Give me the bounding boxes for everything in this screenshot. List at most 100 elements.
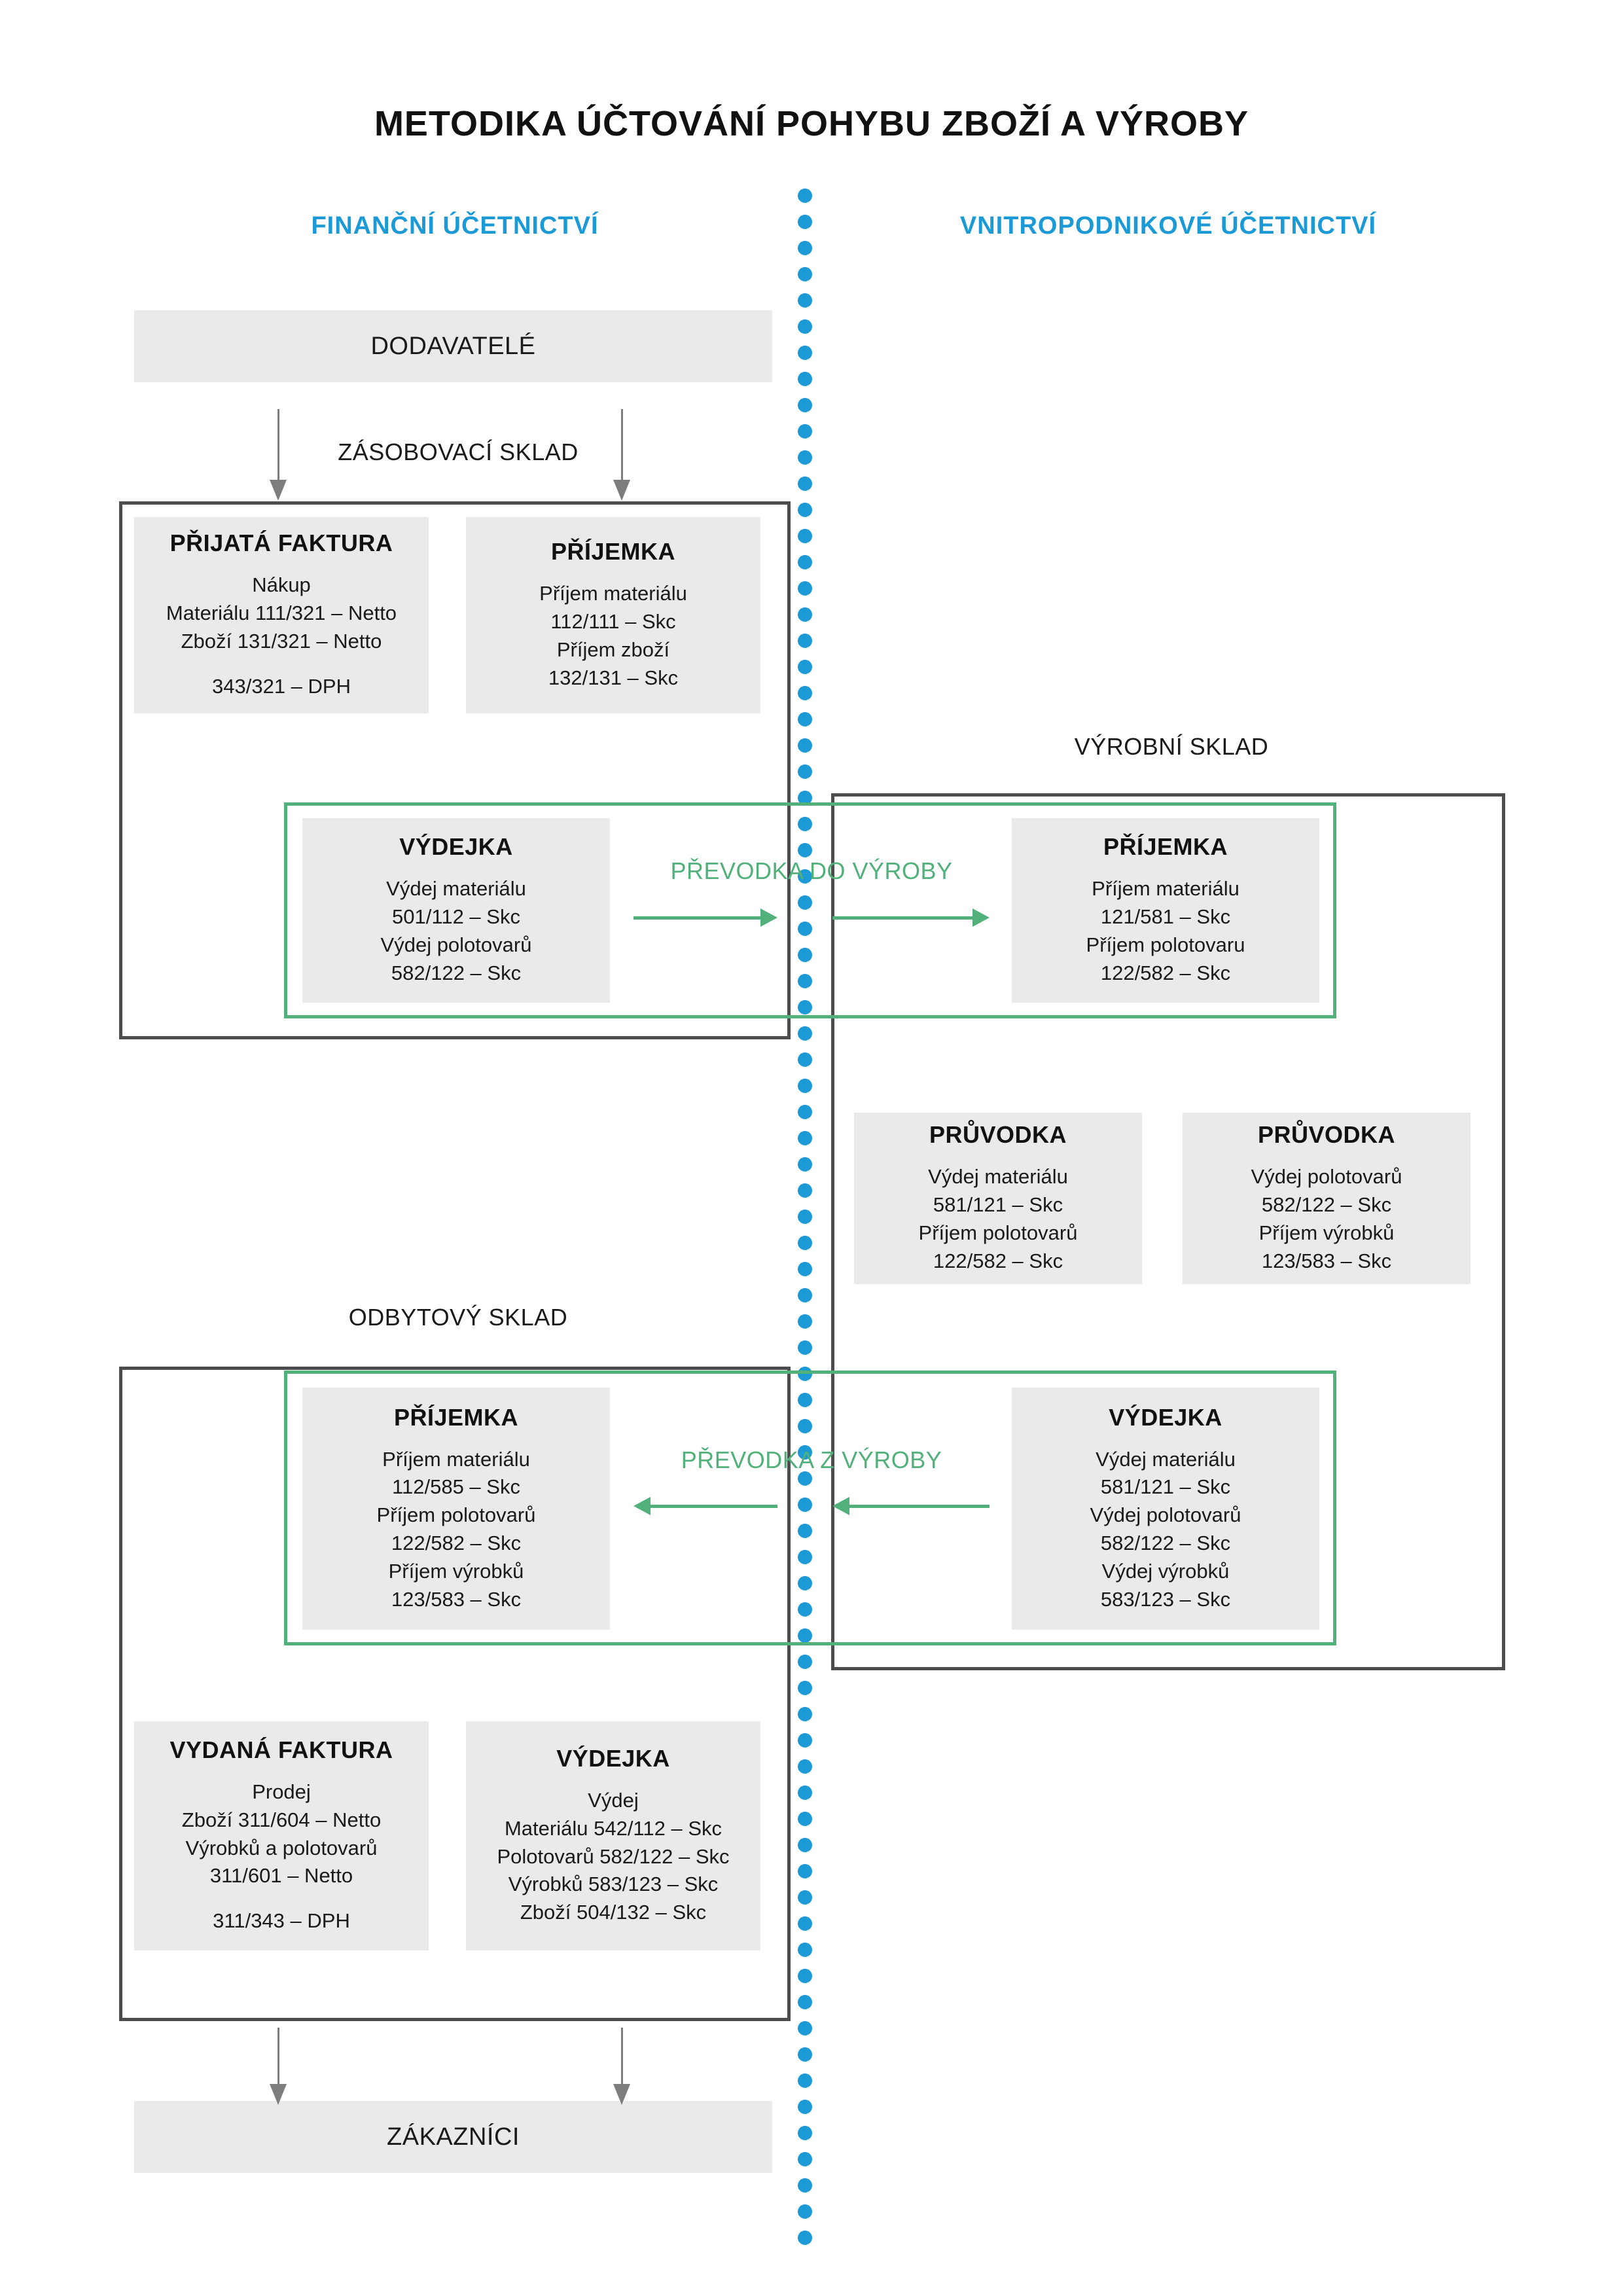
divider-dot xyxy=(798,1759,812,1774)
divider-dot xyxy=(798,1838,812,1852)
card-line: Výdej polotovarů xyxy=(1090,1503,1241,1527)
card-line: Zboží 311/604 – Netto xyxy=(181,1808,382,1831)
divider-dot xyxy=(798,529,812,543)
divider-dot xyxy=(798,372,812,386)
divider-dot xyxy=(798,503,812,517)
card-line: Materiálu 542/112 – Skc xyxy=(504,1816,722,1840)
card-line: 121/581 – Skc xyxy=(1100,905,1231,929)
divider-dot xyxy=(798,1471,812,1486)
divider-dot xyxy=(798,634,812,648)
divider-dot xyxy=(798,476,812,491)
card-line: Výdej výrobků xyxy=(1101,1559,1230,1583)
divider-dot xyxy=(798,241,812,255)
divider-dot xyxy=(798,1445,812,1460)
divider-dot xyxy=(798,1131,812,1145)
card-line: Příjem materiálu xyxy=(539,582,687,605)
divider-dot xyxy=(798,948,812,962)
card-line: 122/582 – Skc xyxy=(391,1532,522,1554)
card-line: Zboží 504/132 – Skc xyxy=(520,1901,707,1924)
divider-dot xyxy=(798,2021,812,2036)
card-title: VYDANÁ FAKTURA xyxy=(169,1736,393,1764)
card-line: Příjem polotovaru xyxy=(1086,933,1245,956)
label-sales-warehouse: ODBYTOVÝ SKLAD xyxy=(348,1304,568,1331)
divider-dot xyxy=(798,293,812,308)
divider-dot xyxy=(798,398,812,412)
card-title: PŘÍJEMKA xyxy=(1103,833,1228,861)
sales-warehouse-frame xyxy=(119,1367,791,2021)
divider-dot xyxy=(798,764,812,779)
card-line: Příjem zboží xyxy=(556,638,670,661)
divider-dot xyxy=(798,607,812,622)
card-line: 501/112 – Skc xyxy=(392,905,520,929)
card-title: PRŮVODKA xyxy=(1257,1121,1395,1149)
divider-dot xyxy=(798,1419,812,1433)
card-footer-line: 343/321 – DPH xyxy=(212,674,351,698)
card-footer-line: 311/343 – DPH xyxy=(213,1909,350,1933)
divider-dot xyxy=(798,2231,812,2245)
card-line: 123/583 – Skc xyxy=(1261,1249,1392,1272)
divider-dot xyxy=(798,1576,812,1590)
card-line: 311/601 – Netto xyxy=(209,1864,353,1888)
divider-dot xyxy=(798,581,812,596)
divider-dot xyxy=(798,1288,812,1302)
suppliers-label: DODAVATELÉ xyxy=(370,332,536,360)
divider-dot xyxy=(798,319,812,334)
divider-dot xyxy=(798,686,812,700)
card-line: 122/582 – Skc xyxy=(1100,961,1231,984)
card-line: Příjem výrobků xyxy=(388,1559,524,1583)
card-line: Prodej xyxy=(252,1780,311,1804)
card-line: 112/585 – Skc xyxy=(392,1475,520,1499)
card-line: Výdej materiálu xyxy=(928,1165,1068,1189)
divider-dot xyxy=(798,1864,812,1878)
card-line: Nákup xyxy=(252,573,311,597)
arrow-invoice-to-customers xyxy=(265,2028,291,2105)
divider-dot xyxy=(798,1995,812,2009)
card-line: 582/122 – Skc xyxy=(1100,1532,1231,1554)
divider-dot xyxy=(798,1183,812,1198)
suppliers-box: DODAVATELÉ xyxy=(134,310,772,382)
divider-dot xyxy=(798,660,812,674)
arrow-suppliers-to-receipt xyxy=(609,409,635,501)
divider-dot xyxy=(798,1602,812,1617)
transfer-from-production-frame xyxy=(284,1371,1336,1645)
column-header-financial: FINANČNÍ ÚČETNICTVÍ xyxy=(311,212,599,240)
card-line: 112/111 – Skc xyxy=(550,610,676,634)
card-line: 582/122 – Skc xyxy=(391,961,522,984)
card-line: 123/583 – Skc xyxy=(391,1587,522,1611)
card-line: Výdej materiálu xyxy=(386,877,526,901)
card-title: VÝDEJKA xyxy=(399,833,513,861)
card-line: Výdej xyxy=(588,1789,639,1812)
divider-dot xyxy=(798,188,812,203)
divider-dot xyxy=(798,267,812,281)
card-line: Výdej polotovarů xyxy=(380,933,532,956)
card-title: PRŮVODKA xyxy=(929,1121,1067,1149)
divider-dot xyxy=(798,843,812,857)
divider-dot xyxy=(798,922,812,936)
divider-dot xyxy=(798,817,812,831)
divider-dot xyxy=(798,1707,812,1721)
card-line: 132/131 – Skc xyxy=(548,666,679,689)
card-line: Příjem výrobků xyxy=(1258,1221,1395,1244)
divider-dot xyxy=(798,1628,812,1643)
divider-dot xyxy=(798,1262,812,1276)
divider-dot xyxy=(798,2178,812,2193)
card-line: Příjem polotovarů xyxy=(376,1503,536,1527)
divider-dot xyxy=(798,1524,812,1538)
divider-dot xyxy=(798,1943,812,1957)
card-line: Výdej polotovarů xyxy=(1251,1165,1402,1189)
card-line: 583/123 – Skc xyxy=(1100,1587,1231,1611)
divider-dot xyxy=(798,2126,812,2140)
card-title: PŘÍJEMKA xyxy=(393,1403,519,1431)
page-title: METODIKA ÚČTOVÁNÍ POHYBU ZBOŽÍ A VÝROBY xyxy=(374,104,1249,143)
card-title: PŘIJATÁ FAKTURA xyxy=(169,529,393,557)
divider-dot xyxy=(798,1210,812,1224)
divider-dot xyxy=(798,1157,812,1172)
card-title: PŘÍJEMKA xyxy=(550,538,676,565)
divider-dot xyxy=(798,2204,812,2219)
